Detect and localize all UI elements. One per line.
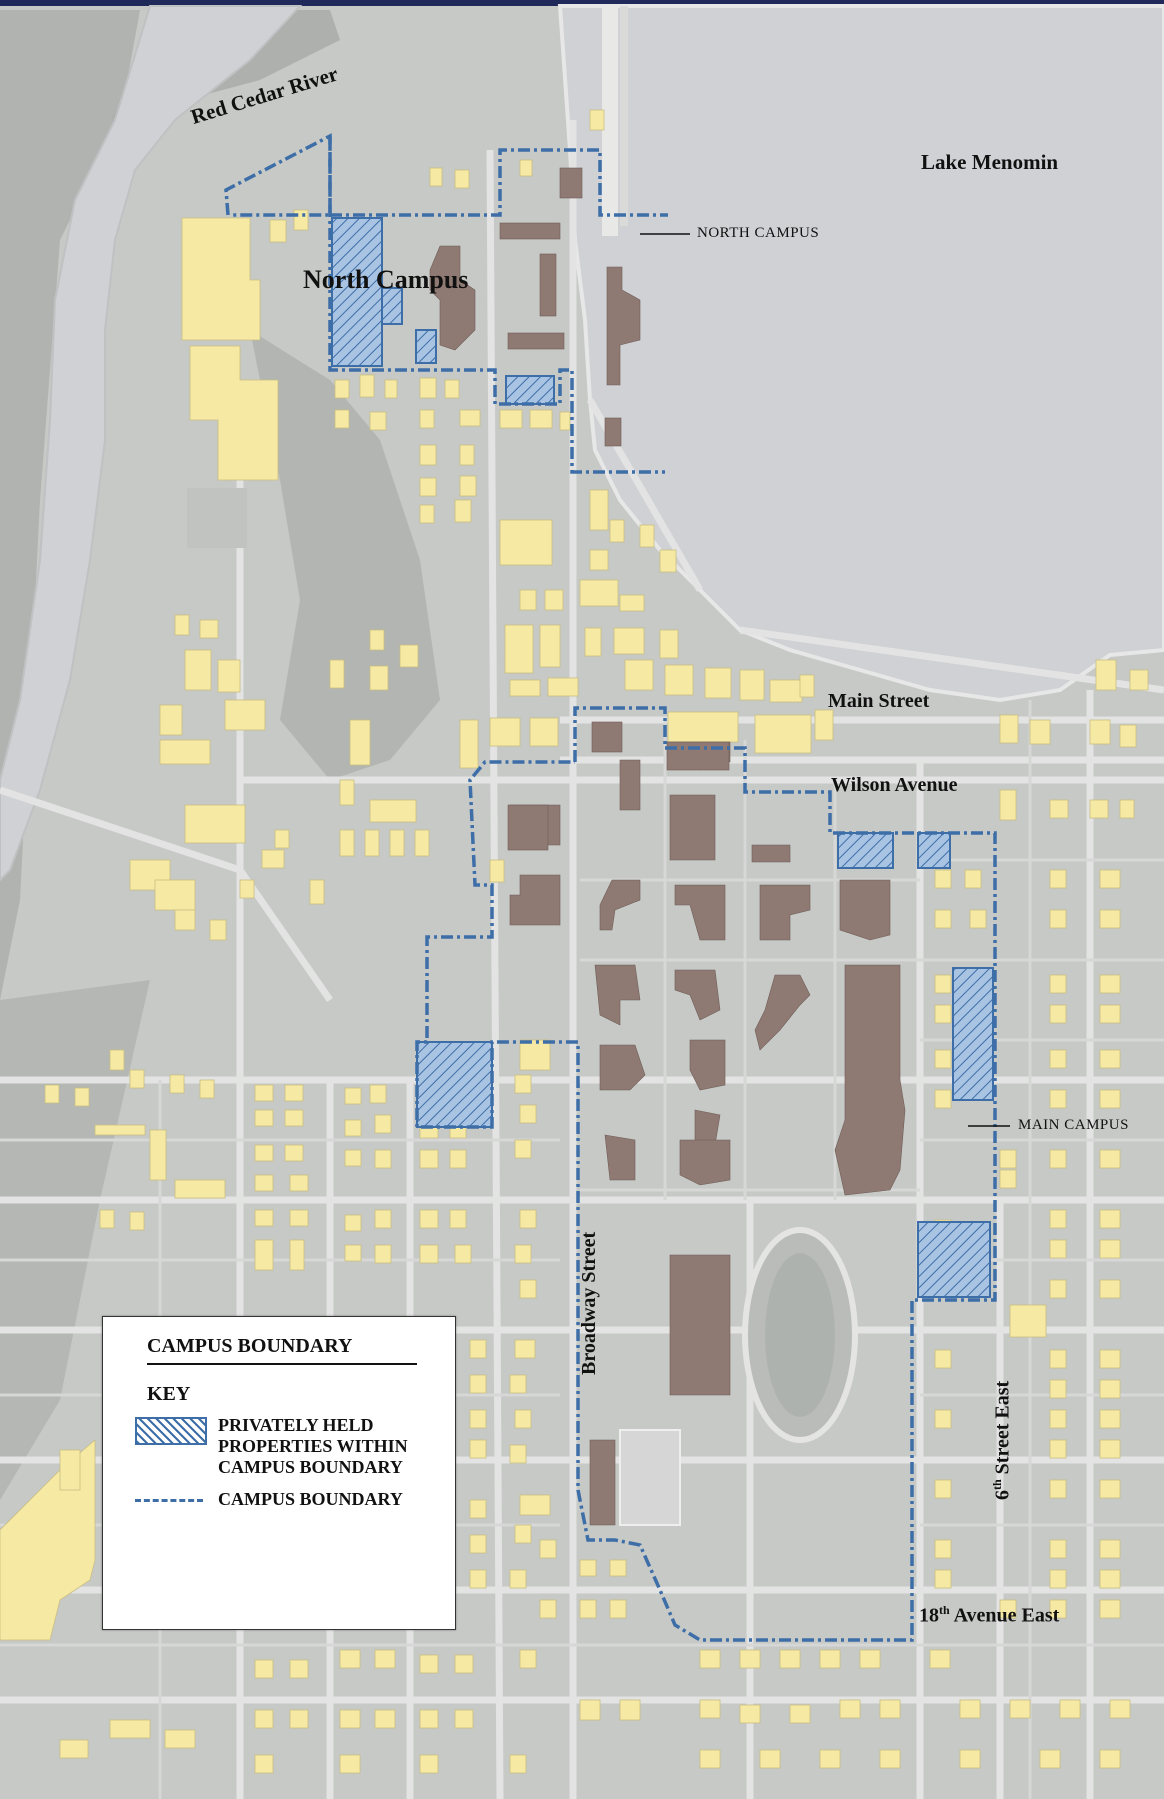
main-street-label: Main Street bbox=[828, 690, 930, 712]
private-properties bbox=[331, 217, 994, 1298]
forest-area bbox=[0, 10, 140, 1000]
bridge bbox=[602, 6, 618, 236]
broadway-street-label: Broadway Street bbox=[578, 1231, 600, 1375]
legend-title: CAMPUS BOUNDARY bbox=[147, 1335, 353, 1357]
campus-boundary bbox=[415, 706, 997, 1642]
map-legend: CAMPUS BOUNDARY KEY PRIVATELY HELD PROPE… bbox=[102, 1316, 456, 1630]
sixth-street-label: 6th Street East bbox=[990, 1380, 1014, 1500]
legend-key-heading: KEY bbox=[147, 1383, 191, 1405]
bridge bbox=[620, 6, 628, 226]
stadium bbox=[619, 1429, 681, 1526]
main-campus-callout: MAIN CAMPUS bbox=[1018, 1117, 1129, 1133]
boundary-swatch bbox=[135, 1499, 203, 1502]
north-campus-callout: NORTH CAMPUS bbox=[697, 225, 820, 241]
campus-buildings bbox=[429, 167, 906, 1526]
private-swatch bbox=[135, 1417, 207, 1445]
athletic-field bbox=[765, 1253, 835, 1417]
header-bar bbox=[0, 0, 1164, 6]
boundary-label: CAMPUS BOUNDARY bbox=[218, 1489, 403, 1509]
forest-area bbox=[0, 980, 150, 1500]
legend-title-underline bbox=[147, 1363, 417, 1365]
forest-area bbox=[250, 330, 440, 780]
private-properties-label: PRIVATELY HELD PROPERTIES WITHIN CAMPUS … bbox=[218, 1415, 408, 1477]
north-campus-title: North Campus bbox=[303, 265, 469, 294]
campus-boundary bbox=[224, 133, 668, 474]
lake-label: Lake Menomin bbox=[921, 150, 1059, 174]
eighteenth-avenue-label: 18th Avenue East bbox=[919, 1603, 1060, 1627]
non-campus-buildings bbox=[0, 109, 1149, 1774]
wilson-avenue-label: Wilson Avenue bbox=[831, 774, 958, 796]
river bbox=[0, 5, 303, 882]
